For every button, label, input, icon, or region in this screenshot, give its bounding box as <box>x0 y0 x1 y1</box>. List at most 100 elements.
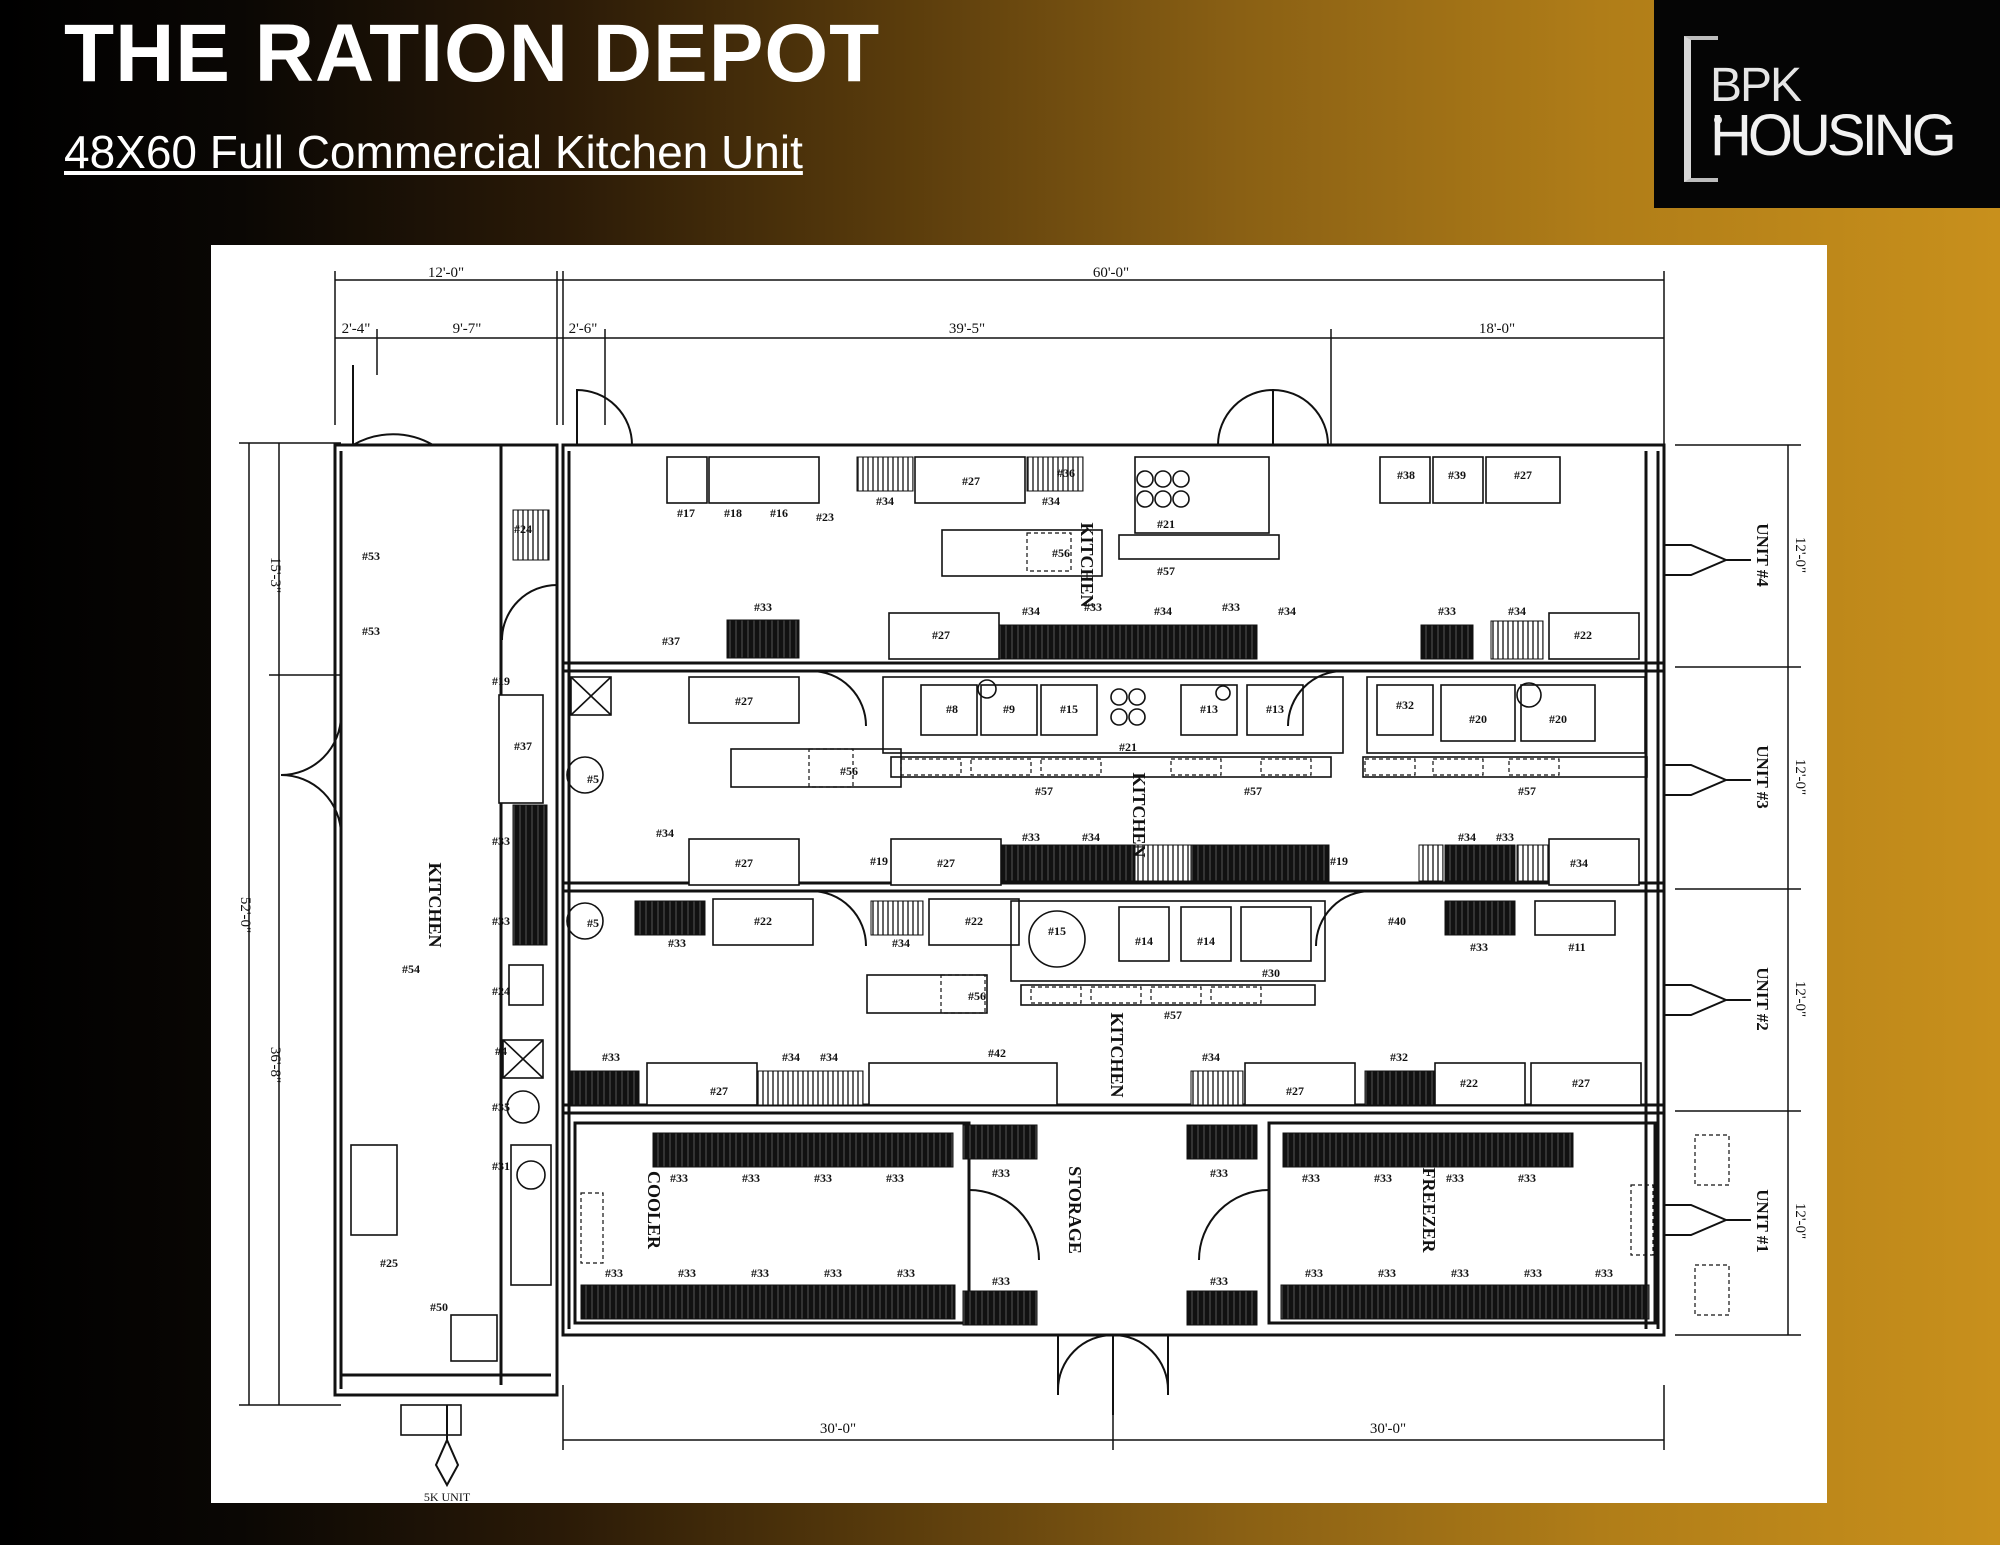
dim-left-a: 2'-4" <box>342 321 371 337</box>
tag: #33 <box>1518 1171 1536 1185</box>
tag: #34 <box>820 1050 838 1064</box>
tag: #34 <box>1278 604 1296 618</box>
dim-unit1-height: 12'-0" <box>1792 1203 1808 1239</box>
tag: #27 <box>962 474 980 488</box>
tag: #39 <box>1448 468 1466 482</box>
tag: #27 <box>1572 1076 1590 1090</box>
tag: #5 <box>587 772 599 786</box>
tag: #22 <box>1574 628 1592 642</box>
tag: #33 <box>602 1050 620 1064</box>
tag: #32 <box>1396 698 1414 712</box>
tag: #50 <box>430 1300 448 1314</box>
tag: #20 <box>1469 712 1487 726</box>
tag: #37 <box>514 739 532 753</box>
tag: #34 <box>1022 604 1040 618</box>
tag: #14 <box>1197 934 1215 948</box>
tag: #33 <box>751 1266 769 1280</box>
tag: #56 <box>1052 546 1070 560</box>
bpk-housing-logo: BPK HOUSING <box>1654 0 2000 208</box>
dim-upper-left-height: 15'-3" <box>267 557 283 593</box>
tag: #27 <box>1286 1084 1304 1098</box>
tag: #33 <box>814 1171 832 1185</box>
tag: #11 <box>1568 940 1585 954</box>
tag: #19 <box>1330 854 1348 868</box>
tag: #33 <box>1438 604 1456 618</box>
dim-unit2-height: 12'-0" <box>1792 981 1808 1017</box>
tag: #34 <box>1508 604 1526 618</box>
tag: #15 <box>1048 924 1066 938</box>
tag: #5 <box>587 916 599 930</box>
logo-dot-icon <box>1714 116 1722 124</box>
tag: #57 <box>1518 784 1536 798</box>
tag: #36 <box>1057 466 1075 480</box>
tag: #17 <box>677 506 695 520</box>
page-title: THE RATION DEPOT <box>64 8 881 99</box>
tag: #33 <box>1022 830 1040 844</box>
tag: #34 <box>782 1050 800 1064</box>
tag: #57 <box>1244 784 1262 798</box>
logo-bracket-icon <box>1684 36 1718 182</box>
logo-text-housing: HOUSING <box>1710 103 1957 168</box>
tag: #22 <box>965 914 983 928</box>
tag: #33 <box>1451 1266 1469 1280</box>
tag: #22 <box>1460 1076 1478 1090</box>
tag: #34 <box>1042 494 1060 508</box>
tag: #33 <box>1222 600 1240 614</box>
room-freezer: FREEZER <box>1419 1167 1439 1253</box>
tag: #33 <box>897 1266 915 1280</box>
logo-text-bpk: BPK <box>1710 59 1802 112</box>
tag: #33 <box>1595 1266 1613 1280</box>
tag: #38 <box>1397 468 1415 482</box>
tag: #25 <box>380 1256 398 1270</box>
tag: #33 <box>1378 1266 1396 1280</box>
tag: #19 <box>870 854 888 868</box>
room-kitchen-unit3: KITCHEN <box>1129 772 1149 857</box>
tag: #34 <box>1458 830 1476 844</box>
tag: #34 <box>656 826 674 840</box>
tag: #56 <box>968 989 986 1003</box>
tag: #14 <box>1135 934 1153 948</box>
dim-unit3-height: 12'-0" <box>1792 759 1808 795</box>
tag: #13 <box>1266 702 1284 716</box>
tag: #35 <box>492 1100 510 1114</box>
tag: #27 <box>932 628 950 642</box>
tag: #33 <box>492 834 510 848</box>
unit-label-2: UNIT #2 <box>1753 967 1772 1030</box>
tag: #34 <box>892 936 910 950</box>
tag: #32 <box>1390 1050 1408 1064</box>
dim-bottom-left: 30'-0" <box>820 1421 856 1437</box>
tag: #33 <box>1084 600 1102 614</box>
tag: #20 <box>1549 712 1567 726</box>
floor-plan-drawing <box>239 271 1801 1488</box>
tag: #57 <box>1164 1008 1182 1022</box>
tag: #33 <box>824 1266 842 1280</box>
tag: #33 <box>1446 1171 1464 1185</box>
unit-label-3: UNIT #3 <box>1753 745 1772 808</box>
tag: #33 <box>754 600 772 614</box>
tag: #33 <box>1305 1266 1323 1280</box>
tag: #27 <box>735 694 753 708</box>
tag: #27 <box>1514 468 1532 482</box>
dim-bottom-right: 30'-0" <box>1370 1421 1406 1437</box>
tag: #24 <box>514 522 532 536</box>
unit-label-4: UNIT #4 <box>1753 523 1772 587</box>
tag: #24 <box>492 984 510 998</box>
dim-mid-b: 39'-5" <box>949 321 985 337</box>
tag: #33 <box>1210 1274 1228 1288</box>
dim-mid-a: 2'-6" <box>569 321 598 337</box>
tag: #18 <box>724 506 742 520</box>
tag: #33 <box>492 914 510 928</box>
room-kitchen-unit2: KITCHEN <box>1107 1012 1127 1097</box>
tag: #34 <box>1082 830 1100 844</box>
tag: #27 <box>937 856 955 870</box>
dim-lower-left-height: 36'-8" <box>267 1047 283 1083</box>
tag: #33 <box>670 1171 688 1185</box>
tag: #4 <box>495 1044 507 1058</box>
tag: #9 <box>1003 702 1015 716</box>
room-storage: STORAGE <box>1065 1166 1085 1254</box>
tag: #57 <box>1035 784 1053 798</box>
tag: #33 <box>992 1274 1010 1288</box>
tag: #33 <box>1374 1171 1392 1185</box>
tag: #57 <box>1157 564 1175 578</box>
tag: #15 <box>1060 702 1078 716</box>
